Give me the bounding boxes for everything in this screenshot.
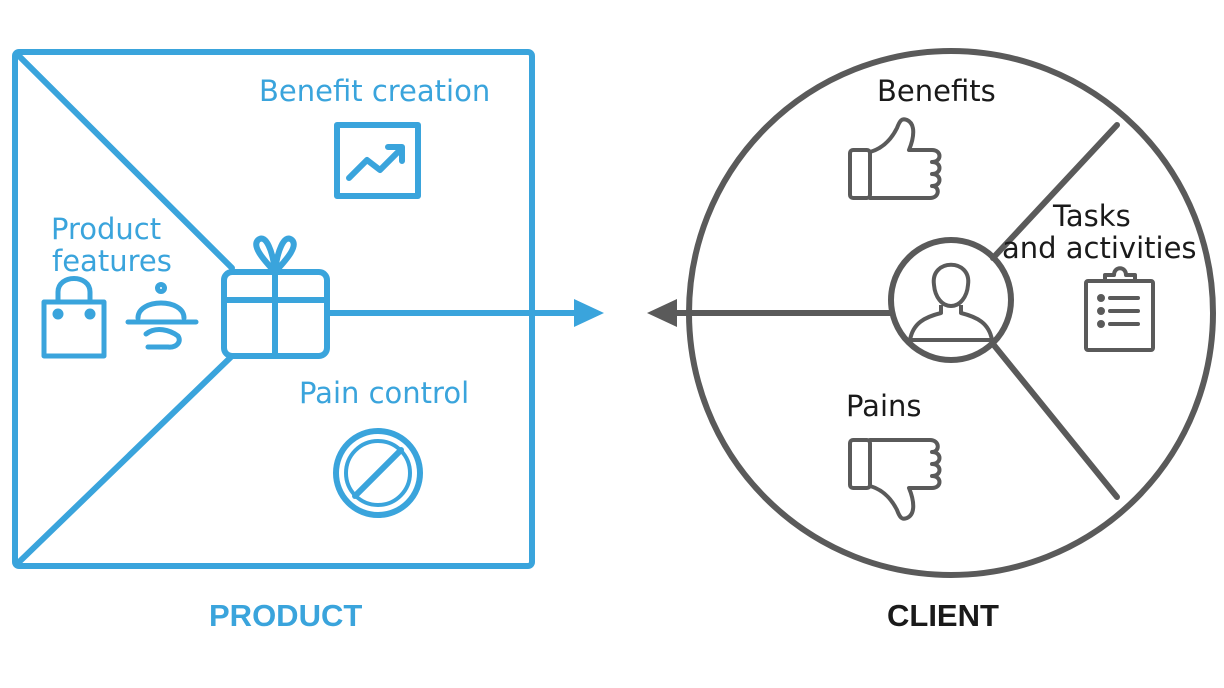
forbidden-icon (333, 428, 423, 518)
chart-trend-icon (334, 122, 421, 199)
gift-icon (221, 235, 330, 359)
client-divider-lower (990, 341, 1120, 500)
product-diagonal-top (14, 51, 235, 271)
product-diagonal-bottom (14, 353, 235, 567)
benefit-creation-label: Benefit creation (259, 74, 491, 108)
tasks-label-line2: and activities (1002, 231, 1197, 265)
tasks-label-line1: Tasks (1053, 199, 1131, 233)
product-title: PRODUCT (209, 598, 363, 633)
user-icon (908, 262, 994, 342)
product-features-label-line1: Product (51, 212, 162, 246)
clipboard-list-icon (1084, 266, 1155, 352)
client-divider-upper (990, 122, 1120, 261)
thumbs-up-icon (848, 117, 942, 200)
benefits-label: Benefits (877, 74, 996, 108)
product-features-label-line2: features (52, 244, 172, 278)
pains-label: Pains (846, 389, 922, 423)
product-square (12, 49, 535, 569)
product-canvas (12, 49, 535, 569)
serving-cloche-icon (125, 282, 199, 350)
client-arrow (647, 299, 891, 327)
thumbs-down-icon (848, 438, 942, 521)
client-title: CLIENT (887, 598, 999, 633)
pain-control-label: Pain control (299, 376, 470, 410)
client-inner-circle (888, 237, 1014, 363)
shopping-bag-icon (41, 276, 107, 359)
product-arrow (328, 299, 604, 327)
